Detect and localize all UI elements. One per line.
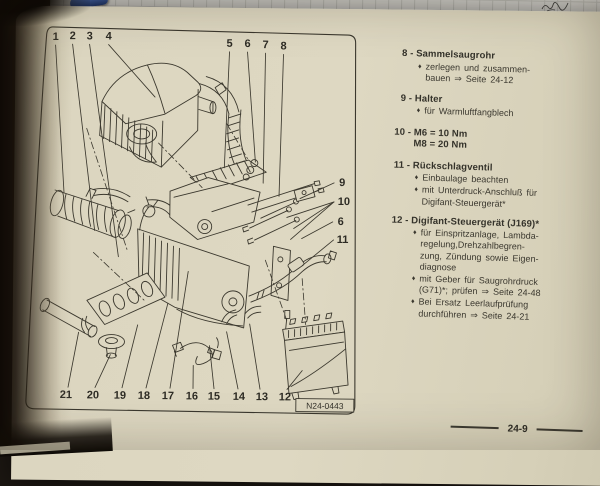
callout-10: 10 bbox=[338, 196, 350, 208]
air-filter-housing bbox=[99, 63, 216, 168]
figure-code-text: N24-0443 bbox=[306, 401, 344, 411]
leader-line-6 bbox=[246, 52, 256, 162]
legend-item-number: 11 bbox=[387, 159, 404, 171]
callout-2: 2 bbox=[70, 30, 76, 42]
legend-bullet-text: zerlegen und zusammen- bauen ⇒ Seite 24-… bbox=[425, 61, 530, 86]
leader-line-5 bbox=[224, 52, 229, 168]
callout-13: 13 bbox=[256, 391, 268, 403]
figure-code-box: N24-0443 bbox=[296, 399, 354, 413]
ecu-box bbox=[282, 310, 349, 400]
callout-14: 14 bbox=[233, 391, 246, 403]
callout-4: 4 bbox=[106, 31, 113, 43]
legend-item-title: Rückschlagventil bbox=[413, 160, 493, 174]
leader-line-8 bbox=[279, 54, 283, 196]
legend-item-9: 9 - Halter ♦für Warmluftfangblech bbox=[389, 92, 556, 121]
callout-18: 18 bbox=[138, 390, 150, 402]
callout-1: 1 bbox=[53, 31, 59, 43]
air-intake-duct bbox=[48, 188, 135, 240]
callout-20: 20 bbox=[87, 389, 99, 401]
leader-line-14 bbox=[226, 332, 239, 389]
footer-rule-right bbox=[537, 429, 583, 432]
leader-line-19 bbox=[122, 325, 138, 388]
diamond-bullet-icon: ♦ bbox=[417, 106, 421, 117]
diamond-bullet-icon: ♦ bbox=[414, 185, 418, 208]
callout-8: 8 bbox=[280, 40, 286, 52]
callout-5: 5 bbox=[226, 38, 232, 50]
temperature-sensor bbox=[212, 338, 221, 360]
leader-line-6 bbox=[302, 222, 333, 239]
callout-16: 16 bbox=[186, 390, 198, 402]
callout-15: 15 bbox=[208, 391, 220, 403]
callout-6: 6 bbox=[244, 38, 250, 50]
diamond-bullet-icon: ♦ bbox=[418, 61, 422, 84]
leader-line-21 bbox=[68, 332, 79, 387]
diamond-bullet-icon: ♦ bbox=[411, 297, 415, 320]
engine-and-manifold bbox=[137, 159, 292, 329]
diamond-bullet-icon: ♦ bbox=[411, 273, 415, 296]
leader-line-7 bbox=[263, 53, 265, 183]
leader-line-1 bbox=[54, 45, 66, 193]
footer-rule-left bbox=[451, 426, 499, 429]
callout-3: 3 bbox=[87, 30, 93, 42]
leader-line-11 bbox=[302, 240, 333, 266]
legend-item-number: 10 bbox=[388, 126, 406, 149]
holder-bracket bbox=[294, 186, 315, 202]
callout-12: 12 bbox=[279, 391, 291, 403]
callout-17: 17 bbox=[162, 390, 174, 402]
legend-item-title: M6 = 10 Nm M8 = 20 Nm bbox=[413, 127, 467, 152]
legend-item-title: Sammelsaugrohr bbox=[416, 48, 495, 62]
callout-6: 6 bbox=[338, 216, 344, 228]
check-valve-hose bbox=[249, 250, 337, 303]
leader-line-3 bbox=[87, 44, 120, 256]
legend-item-10: 10 - M6 = 10 Nm M8 = 20 Nm bbox=[388, 126, 555, 154]
legend-item-8: 8 - Sammelsaugrohr ♦zerlegen und zusamme… bbox=[390, 48, 557, 88]
diamond-bullet-icon: ♦ bbox=[412, 227, 417, 272]
legend-item-number: 9 bbox=[389, 92, 406, 104]
callout-21: 21 bbox=[60, 389, 72, 401]
leader-line-13 bbox=[249, 324, 261, 389]
legend-item-12: 12 - Digifant-Steuergerät (J169)* ♦für E… bbox=[383, 214, 552, 323]
legend-bullet-text: Bei Ersatz Leerlaufprüfung durchführen ⇒… bbox=[418, 297, 530, 323]
legend-item-number: 8 bbox=[390, 48, 407, 60]
legend-item-title: Halter bbox=[415, 93, 443, 105]
callout-11: 11 bbox=[337, 234, 349, 246]
legend-bullet-text: mit Unterdruck-Anschluß für Digifant-Ste… bbox=[421, 185, 537, 211]
callout-19: 19 bbox=[114, 390, 126, 402]
page-number: 24-9 bbox=[507, 423, 527, 435]
legend-bullet-text: für Einspritzanlage, Lambda- regelung,Dr… bbox=[420, 228, 540, 276]
leader-line-10 bbox=[291, 201, 334, 239]
diamond-bullet-icon: ♦ bbox=[415, 172, 419, 183]
legend-bullet-text: für Warmluftfangblech bbox=[424, 106, 513, 120]
legend-item-number: 12 bbox=[385, 214, 402, 226]
callout-7: 7 bbox=[262, 39, 268, 51]
legend-item-11: 11 - Rückschlagventil ♦Einbaulage beacht… bbox=[386, 159, 553, 211]
callout-9: 9 bbox=[339, 177, 345, 189]
leader-line-18 bbox=[146, 303, 168, 388]
leader-line-10 bbox=[287, 201, 334, 217]
lambda-sensor bbox=[172, 342, 215, 365]
legend-bullet-text: mit Geber für Saugrohrdruck (G71)*; prüf… bbox=[419, 273, 541, 299]
leader-line-20 bbox=[95, 354, 110, 387]
filler-cap bbox=[98, 334, 124, 358]
legend: 8 - Sammelsaugrohr ♦zerlegen und zusamme… bbox=[382, 48, 556, 334]
